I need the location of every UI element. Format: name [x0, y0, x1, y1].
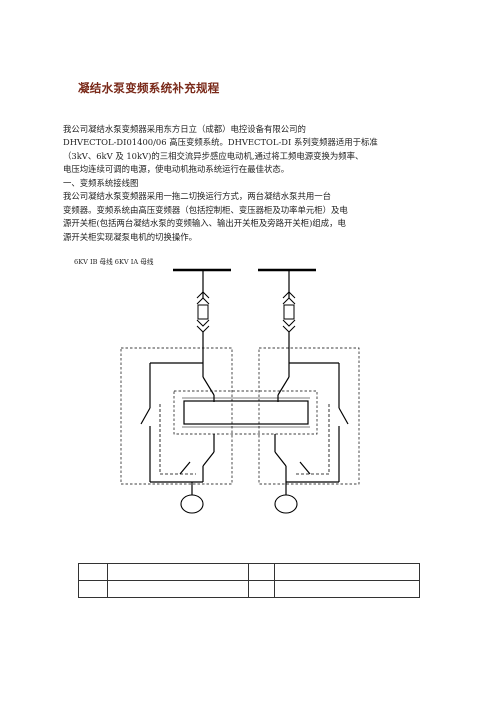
bypass-switch-left	[140, 407, 151, 425]
intro-line: DHVECTOL-DI01400/06 高压变频系统。DHVECTOL-DI 系…	[63, 137, 378, 148]
table-cell	[247, 563, 276, 581]
fuse-left	[197, 304, 209, 320]
section-heading: 一、变频系统接线图	[63, 178, 139, 188]
inverter-body	[183, 400, 309, 425]
table-cell	[247, 580, 276, 598]
table-cell	[106, 580, 249, 598]
section-line: 源开关柜实现凝泵电机的切换操作。	[63, 231, 197, 242]
intro-paragraph: 我公司凝结水泵变频器采用东方日立（成都）电控设备有限公司的 DHVECTOL-D…	[63, 123, 435, 177]
intro-line: 电压均连续可调的电源，使电动机拖动系统运行在最佳状态。	[63, 164, 290, 175]
table-cell	[78, 580, 108, 598]
table-row	[78, 563, 420, 581]
section-block: 一、变频系统接线图 我公司凝结水泵变频器采用一拖二切换运行方式，两台凝结水泵共用…	[63, 177, 435, 244]
bypass-output-switch-right	[299, 461, 311, 475]
blank-table	[78, 563, 420, 598]
intro-line: （3kV、6kV 及 10kV)的三相交流异步感应电动机,通过将工频电源变换为频…	[63, 150, 364, 161]
inverter-outer-frame	[173, 390, 318, 435]
section-line: 源开关柜(包括两台凝结水泵的变频输入、输出开关柜及旁路开关柜)组成，电	[63, 218, 346, 229]
document-title: 凝结水泵变频系统补充规程	[78, 81, 220, 95]
output-switch-left	[202, 451, 215, 467]
switch-cabinet-right	[258, 347, 360, 485]
bypass-switch-right	[338, 407, 349, 425]
table-row	[78, 580, 420, 598]
table-cell	[274, 580, 420, 598]
input-switch-right	[277, 376, 290, 396]
pump-motor-left	[180, 494, 204, 514]
section-line: 变频器。变频系统由高压变频器（包括控制柜、变压器柜及功率单元柜）及电	[63, 204, 348, 215]
intro-line: 我公司凝结水泵变频器采用东方日立（成都）电控设备有限公司的	[63, 124, 306, 134]
pump-motor-right	[274, 494, 298, 514]
diagram-caption: 6KV IB 母线 6KV IA 母线	[74, 258, 154, 266]
fuse-right	[283, 304, 295, 320]
table-cell	[274, 563, 420, 581]
switch-cabinet-left	[120, 347, 233, 485]
section-line: 我公司凝结水泵变频器采用一拖二切换运行方式，两台凝结水泵共用一台	[63, 191, 331, 202]
table-cell	[106, 563, 249, 581]
table-cell	[78, 563, 108, 581]
output-switch-right	[274, 451, 287, 467]
input-switch-left	[202, 376, 215, 396]
bypass-output-switch-left	[179, 461, 191, 475]
